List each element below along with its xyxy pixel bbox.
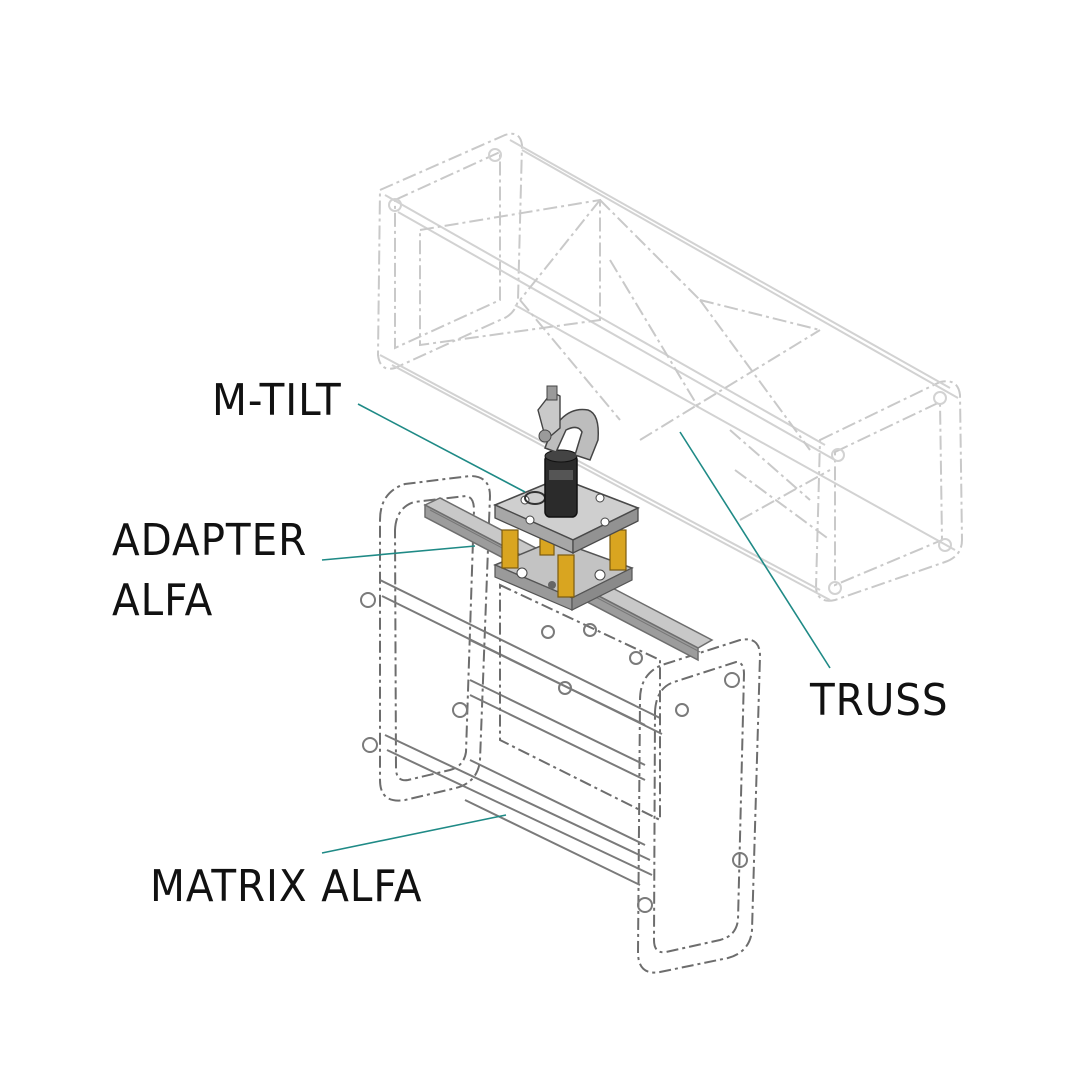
truss-drawing bbox=[376, 132, 964, 602]
leader-lines bbox=[321, 403, 831, 854]
adapter-label-line2: ALFA bbox=[112, 575, 214, 626]
adapter-leader-line bbox=[321, 545, 476, 561]
matrix-frame-drawing bbox=[360, 474, 762, 974]
adapter-label-line1: ADAPTER bbox=[112, 515, 308, 566]
matrix-leader-line bbox=[321, 814, 507, 854]
truss-label: TRUSS bbox=[810, 675, 949, 726]
truss-leader-line bbox=[679, 431, 831, 669]
matrix-label: MATRIX ALFA bbox=[150, 861, 423, 912]
mtilt-label: M-TILT bbox=[212, 375, 342, 426]
mtilt-leader-line bbox=[357, 403, 526, 493]
mtilt-drawing bbox=[492, 385, 640, 598]
